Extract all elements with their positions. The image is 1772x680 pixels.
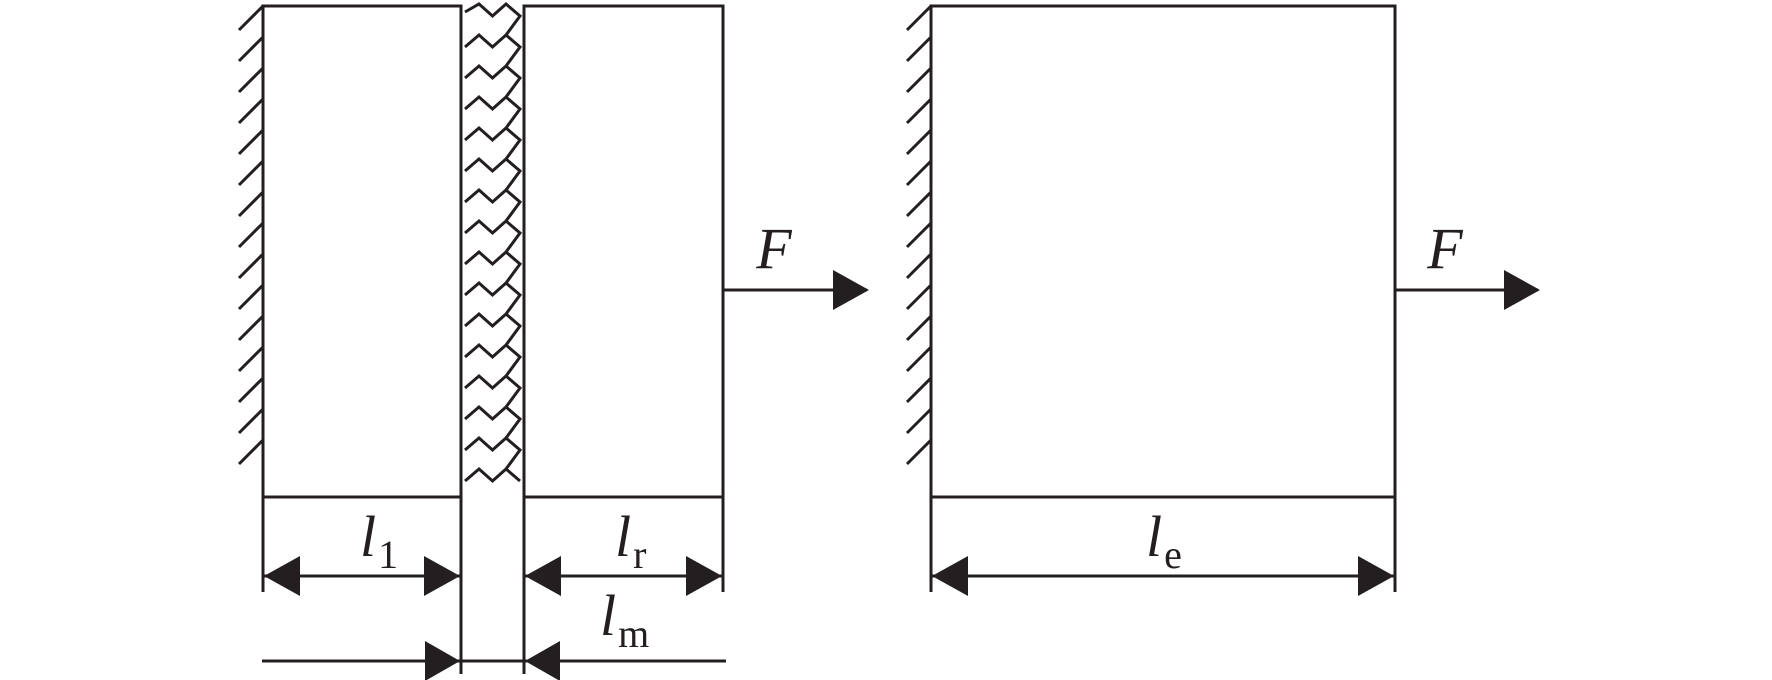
- right-hatch-mark: [905, 376, 933, 404]
- left-hatch-mark: [237, 407, 265, 435]
- dim-arrow-l1-left: [264, 556, 300, 596]
- right-hatch-mark: [905, 190, 933, 218]
- middle-layer-zigzag: [464, 2, 523, 484]
- dim-label-le: le: [1146, 504, 1182, 577]
- left-hatch-mark: [237, 128, 265, 156]
- equivalent-block: [929, 4, 1397, 499]
- left-hatch-mark: [237, 283, 265, 311]
- right-hatch-mark: [905, 314, 933, 342]
- dim-arrow-lm-right: [525, 641, 560, 680]
- right-assembly: F le: [905, 4, 1540, 596]
- dim-arrow-lr-right: [686, 556, 722, 596]
- dim-label-lm: lm: [600, 583, 649, 656]
- fixed-wall-right: [905, 4, 933, 476]
- right-hatch-mark: [905, 345, 933, 373]
- right-block: [522, 4, 725, 499]
- dim-label-lr: lr: [615, 504, 646, 577]
- dim-arrow-le-left: [932, 556, 968, 596]
- right-hatch-mark: [905, 438, 933, 466]
- left-hatch-mark: [237, 35, 265, 63]
- left-hatch-mark: [237, 438, 265, 466]
- left-hatch-mark: [237, 345, 265, 373]
- left-block: [261, 4, 463, 499]
- left-hatch-mark: [237, 4, 265, 32]
- dim-label-l1: l1: [360, 504, 398, 577]
- right-hatch-mark: [905, 35, 933, 63]
- fixed-wall-left: [237, 4, 265, 476]
- left-hatch-mark: [237, 97, 265, 125]
- dim-arrow-le-right: [1358, 556, 1394, 596]
- right-hatch-mark: [905, 283, 933, 311]
- force-arrowhead-right: [1504, 270, 1540, 310]
- right-hatch-mark: [905, 252, 933, 280]
- left-hatch-mark: [237, 190, 265, 218]
- right-hatch-mark: [905, 221, 933, 249]
- left-assembly: F l1 lr lm: [237, 2, 869, 680]
- force-label-right: F: [1426, 216, 1463, 281]
- dim-arrow-l1-right: [424, 556, 460, 596]
- force-arrowhead-left: [833, 270, 869, 310]
- right-hatch-mark: [905, 128, 933, 156]
- left-hatch-mark: [237, 314, 265, 342]
- left-hatch-mark: [237, 376, 265, 404]
- right-hatch-mark: [905, 66, 933, 94]
- dim-arrow-lr-left: [525, 556, 561, 596]
- right-hatch-mark: [905, 159, 933, 187]
- right-hatch-mark: [905, 4, 933, 32]
- left-hatch-mark: [237, 159, 265, 187]
- force-label-left: F: [755, 216, 792, 281]
- dim-arrow-lm-left: [425, 641, 460, 680]
- left-hatch-mark: [237, 66, 265, 94]
- right-hatch-mark: [905, 407, 933, 435]
- left-hatch-mark: [237, 221, 265, 249]
- right-hatch-mark: [905, 97, 933, 125]
- left-hatch-mark: [237, 252, 265, 280]
